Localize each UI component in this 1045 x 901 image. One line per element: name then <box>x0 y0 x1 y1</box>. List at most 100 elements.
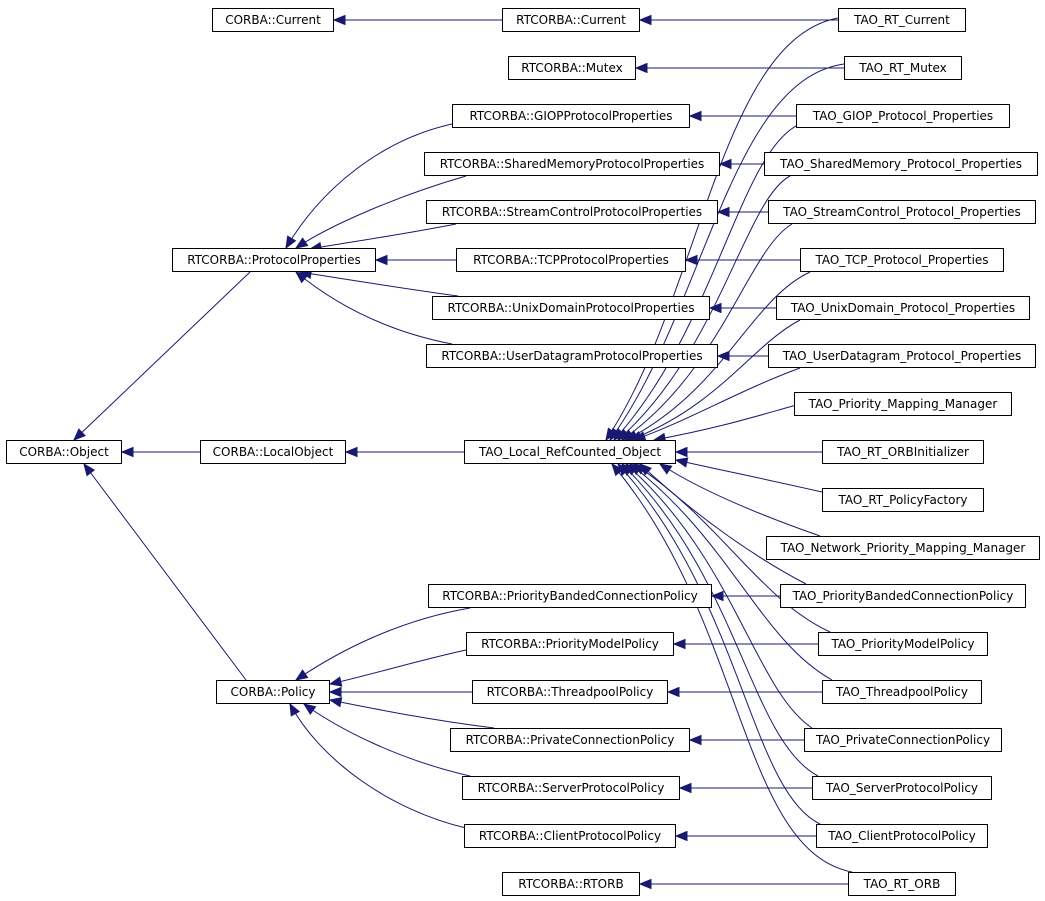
node-tao-rt-policy-factory[interactable]: TAO_RT_PolicyFactory <box>822 488 984 512</box>
node-tao-rt-orb-initializer[interactable]: TAO_RT_ORBInitializer <box>822 440 984 464</box>
edge-tao-rt-current-to-rt-current-arrowhead <box>638 14 652 26</box>
edge-rt-shm-to-protoprops <box>295 175 467 249</box>
edge-tao-local-rc-to-localobject-arrowhead <box>344 446 358 458</box>
edge-tao-rt-orbinit-to-local-rc-arrowhead <box>674 446 688 458</box>
node-tao-priority-model-policy[interactable]: TAO_PriorityModelPolicy <box>818 632 988 656</box>
edge-rt-cpp-to-policy <box>289 703 467 829</box>
node-rtcorba-current[interactable]: RTCORBA::Current <box>502 8 640 32</box>
edge-tao-rt-orb-to-local-rc-arrowhead <box>611 462 624 477</box>
edge-protoprops-to-corba-object-arrowhead <box>73 428 86 441</box>
edge-tao-pmp-to-local-rc <box>633 463 831 633</box>
edge-tao-sctrl-to-local-rc <box>621 223 793 441</box>
node-rtcorba-shared-memory-protocol-properties[interactable]: RTCORBA::SharedMemoryProtocolProperties <box>424 152 720 176</box>
edge-tao-rt-orb-to-local-rc <box>611 463 853 873</box>
edge-rt-unix-to-protoprops <box>299 271 459 297</box>
edge-rt-giop-to-protoprops-arrowhead <box>285 235 297 250</box>
node-rtcorba-priority-banded-connection-policy[interactable]: RTCORBA::PriorityBandedConnectionPolicy <box>428 584 712 608</box>
edge-tao-rt-policyfactory-to-local-rc <box>675 459 823 493</box>
edge-tao-pmp-to-rt-pmp-arrowhead <box>672 638 686 650</box>
edge-tao-sctrl-to-rt-sctrl-arrowhead <box>716 206 730 218</box>
node-rtcorba-client-protocol-policy[interactable]: RTCORBA::ClientProtocolPolicy <box>464 824 676 848</box>
edge-tao-rt-policyfactory-to-local-rc-arrowhead <box>674 457 689 468</box>
node-tao-shared-memory-protocol-properties[interactable]: TAO_SharedMemory_Protocol_Properties <box>764 152 1038 176</box>
edge-tao-shm-to-rt-shm-arrowhead <box>718 158 732 170</box>
edge-tao-unix-to-local-rc <box>629 319 801 441</box>
node-rtcorba-threadpool-policy[interactable]: RTCORBA::ThreadpoolPolicy <box>472 680 668 704</box>
edge-rt-cpp-to-policy-arrowhead <box>289 702 301 717</box>
node-tao-tcp-protocol-properties[interactable]: TAO_TCP_Protocol_Properties <box>800 248 1004 272</box>
edge-corba-policy-to-corba-object-arrowhead <box>83 462 96 477</box>
node-tao-rt-current[interactable]: TAO_RT_Current <box>838 8 966 32</box>
node-tao-server-protocol-policy[interactable]: TAO_ServerProtocolPolicy <box>812 776 992 800</box>
edge-tao-tcp-to-local-rc <box>625 271 811 441</box>
edge-tao-pbcp-to-local-rc <box>639 463 807 585</box>
edge-corba-policy-to-corba-object <box>83 463 247 681</box>
edge-tao-tpp-to-local-rc <box>629 463 833 681</box>
edge-tao-rt-current-to-local-rc <box>605 17 839 441</box>
node-tao-local-refcounted-object[interactable]: TAO_Local_RefCounted_Object <box>464 440 676 464</box>
node-tao-priority-mapping-manager[interactable]: TAO_Priority_Mapping_Manager <box>794 392 1012 416</box>
edge-tao-spp-to-local-rc <box>621 463 819 777</box>
node-rtcorba-unix-domain-protocol-properties[interactable]: RTCORBA::UnixDomainProtocolProperties <box>432 296 710 320</box>
node-rtcorba-tcp-protocol-properties[interactable]: RTCORBA::TCPProtocolProperties <box>456 248 686 272</box>
node-rtcorba-private-connection-policy[interactable]: RTCORBA::PrivateConnectionPolicy <box>450 728 690 752</box>
node-tao-priority-banded-connection-policy[interactable]: TAO_PriorityBandedConnectionPolicy <box>780 584 1026 608</box>
node-rtcorba-mutex[interactable]: RTCORBA::Mutex <box>508 56 636 80</box>
edge-rt-pcp-to-policy <box>329 699 495 729</box>
edge-tao-rt-mutex-to-rt-mutex-arrowhead <box>634 62 648 74</box>
node-tao-threadpool-policy[interactable]: TAO_ThreadpoolPolicy <box>822 680 982 704</box>
edge-tao-net-prio-mgr-to-local-rc-arrowhead <box>658 463 673 475</box>
edge-tao-tpp-to-rt-tpp-arrowhead <box>666 686 680 698</box>
node-rtcorba-user-datagram-protocol-properties[interactable]: RTCORBA::UserDatagramProtocolProperties <box>426 344 718 368</box>
node-corba-object[interactable]: CORBA::Object <box>6 440 122 464</box>
node-rtcorba-rtorb[interactable]: RTCORBA::RTORB <box>502 872 640 896</box>
node-rtcorba-stream-control-protocol-properties[interactable]: RTCORBA::StreamControlProtocolProperties <box>426 200 718 224</box>
edge-tao-pcp-to-local-rc <box>625 463 813 729</box>
edge-tao-shm-to-local-rc <box>617 175 791 441</box>
edge-rt-giop-to-protoprops <box>285 123 453 249</box>
edge-rt-pmp-to-policy <box>329 649 467 685</box>
node-tao-network-priority-mapping-manager[interactable]: TAO_Network_Priority_Mapping_Manager <box>766 536 1040 560</box>
edge-protoprops-to-corba-object <box>73 271 251 441</box>
node-rtcorba-server-protocol-policy[interactable]: RTCORBA::ServerProtocolPolicy <box>462 776 680 800</box>
node-tao-private-connection-policy[interactable]: TAO_PrivateConnectionPolicy <box>804 728 1002 752</box>
edge-tao-rt-mutex-to-local-rc <box>609 63 845 441</box>
edge-tao-rt-orb-to-rt-rtorb-arrowhead <box>638 878 652 890</box>
edge-rt-spp-to-policy <box>303 703 471 777</box>
node-tao-rt-mutex[interactable]: TAO_RT_Mutex <box>844 56 962 80</box>
node-corba-current[interactable]: CORBA::Current <box>212 8 334 32</box>
edge-rt-pbcp-to-policy <box>295 607 471 681</box>
edge-tao-unix-to-rt-unix-arrowhead <box>708 302 722 314</box>
node-tao-unix-domain-protocol-properties[interactable]: TAO_UnixDomain_Protocol_Properties <box>776 296 1030 320</box>
node-tao-rt-orb[interactable]: TAO_RT_ORB <box>848 872 956 896</box>
node-tao-stream-control-protocol-properties[interactable]: TAO_StreamControl_Protocol_Properties <box>768 200 1036 224</box>
edge-tao-cpp-to-local-rc <box>617 463 821 825</box>
edge-rt-spp-to-policy-arrowhead <box>302 703 317 715</box>
edge-rt-sctrl-to-protoprops <box>309 223 457 250</box>
node-rtcorba-protocol-properties[interactable]: RTCORBA::ProtocolProperties <box>172 248 376 272</box>
edge-rt-pcp-to-policy-arrowhead <box>328 697 343 708</box>
edge-rt-current-to-corba-current-arrowhead <box>332 14 346 26</box>
edge-tao-udp-to-local-rc <box>633 367 801 441</box>
node-corba-policy[interactable]: CORBA::Policy <box>216 680 330 704</box>
edge-tao-pbcp-to-rt-pbcp-arrowhead <box>710 590 724 602</box>
edge-tao-pcp-to-rt-pcp-arrowhead <box>688 734 702 746</box>
edge-rt-shm-to-protoprops-arrowhead <box>294 237 309 249</box>
edge-rt-udp-to-protoprops-arrowhead <box>294 271 309 284</box>
edge-rt-pbcp-to-policy-arrowhead <box>294 669 309 681</box>
node-tao-giop-protocol-properties[interactable]: TAO_GIOP_Protocol_Properties <box>796 104 1010 128</box>
edge-rt-udp-to-protoprops <box>295 271 453 345</box>
edge-rt-tcp-to-protoprops-arrowhead <box>374 254 388 266</box>
node-tao-user-datagram-protocol-properties[interactable]: TAO_UserDatagram_Protocol_Properties <box>768 344 1036 368</box>
edge-tao-tcp-to-rt-tcp-arrowhead <box>684 254 698 266</box>
node-corba-local-object[interactable]: CORBA::LocalObject <box>200 440 346 464</box>
edge-tao-spp-to-rt-spp-arrowhead <box>678 782 692 794</box>
node-rtcorba-giop-protocol-properties[interactable]: RTCORBA::GIOPProtocolProperties <box>452 104 690 128</box>
edge-tao-net-prio-mgr-to-local-rc <box>659 463 821 537</box>
node-tao-client-protocol-policy[interactable]: TAO_ClientProtocolPolicy <box>816 824 988 848</box>
edge-tao-giop-to-local-rc <box>613 123 801 441</box>
node-rtcorba-priority-model-policy[interactable]: RTCORBA::PriorityModelPolicy <box>466 632 674 656</box>
edge-rt-pmp-to-policy-arrowhead <box>328 676 343 687</box>
edge-tao-giop-to-rt-giop-arrowhead <box>688 110 702 122</box>
